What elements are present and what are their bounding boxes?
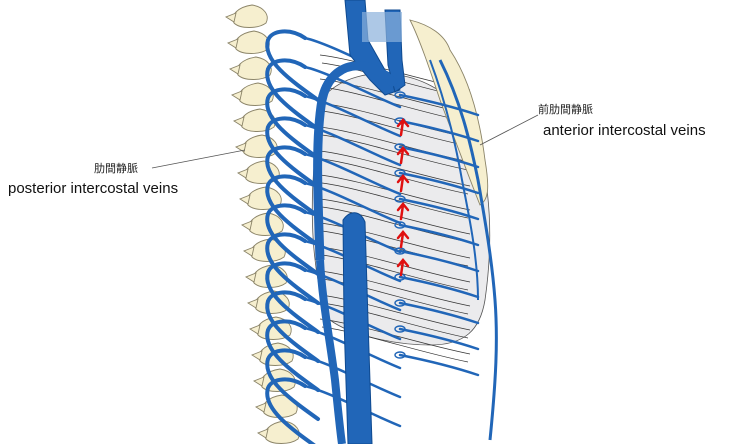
anterior-intercostal-vein [398,327,480,351]
transverse-process [225,12,237,23]
vein-anastomosis [394,221,406,229]
vein-anastomosis [394,247,406,255]
transverse-process [255,402,267,413]
anterior-intercostal-vein [398,171,480,195]
posterior-intercostal-vein [265,203,320,276]
transverse-process [241,220,253,231]
rib-line [321,302,469,339]
rib-line [321,254,469,291]
rib-line [321,110,469,147]
rib-line [321,326,469,363]
transverse-process [245,272,257,283]
posterior-intercostal-vein [265,58,320,131]
posterior-intercostal-vein-branch [303,123,402,167]
flow-arrow [396,258,410,277]
posterior-intercostal-vein-branch [303,94,402,138]
transverse-process [247,298,259,309]
rib-line [319,222,471,259]
anterior-intercostal-vein [398,145,480,169]
anterior-intercostal-vein [398,249,480,273]
transverse-process [249,324,261,335]
internal-thoracic-vein-2 [429,59,479,301]
vein-anastomosis [394,195,406,203]
transverse-process [229,64,241,75]
anterior-label-en: anterior intercostal veins [543,122,706,139]
posterior-intercostal-vein [265,377,316,444]
transverse-process [237,168,249,179]
inferior-vena-cava [342,212,373,444]
azygos-arch [313,61,399,261]
posterior-leader-line [151,149,246,169]
anterior-intercostal-vein [398,301,480,325]
anterior-intercostal-vein [398,119,480,143]
posterior-intercostal-vein [265,290,320,363]
vertebra [244,160,280,184]
sternum [409,19,489,206]
transverse-process [251,350,263,361]
anterior-intercostal-vein [398,93,480,117]
rib-line [321,206,469,243]
posterior-intercostal-vein [265,261,320,334]
posterior-label-en: posterior intercostal veins [8,180,179,197]
flow-arrow [396,118,410,137]
posterior-intercostal-vein [265,29,320,102]
flow-arrow [396,202,410,221]
transverse-process [235,142,247,153]
transverse-process [233,116,245,127]
rib-line [319,150,471,187]
rib-line [319,198,471,235]
vein-anastomosis [394,351,406,359]
rib-line [321,158,469,195]
anterior-label-jp: 前肋間静脈 [538,103,593,116]
vein-anastomosis [394,169,406,177]
anterior-intercostal-vein [398,353,480,377]
posterior-intercostal-vein [265,348,320,421]
posterior-intercostal-vein [265,116,320,189]
posterior-intercostal-vein [265,319,320,392]
transverse-process [227,38,239,49]
posterior-intercostal-vein [265,174,320,247]
posterior-intercostal-vein [265,232,320,305]
rib-line [319,270,471,307]
azygos-vein [316,259,346,444]
rib-line [319,294,471,331]
transverse-process [239,194,251,205]
anterior-leader-line [479,114,539,146]
posterior-label-jp: 肋間静脈 [94,162,138,175]
vertebra [254,290,290,314]
transverse-process [253,376,265,387]
flow-arrows [396,118,410,277]
transverse-process [231,90,243,101]
vein-anastomosis [394,299,406,307]
anterior-intercostal-vein [398,275,480,299]
anterior-intercostal-vein [398,197,480,221]
posterior-intercostal-vein [265,145,320,218]
rib-line [321,182,469,219]
vein-anastomosis [394,91,406,99]
vertebra [232,4,268,28]
vertebra [234,30,270,54]
posterior-intercostal-vein-branch [303,65,402,109]
flow-arrow [396,146,410,165]
transverse-process [257,428,269,439]
flow-arrow [396,174,410,193]
flow-arrow [396,230,410,249]
vein-anastomosis [394,325,406,333]
vein-highlight [362,12,402,42]
internal-thoracic-vein [438,59,498,441]
rib-line [319,246,471,283]
posterior-intercostal-vein [265,87,320,160]
transverse-process [243,246,255,257]
